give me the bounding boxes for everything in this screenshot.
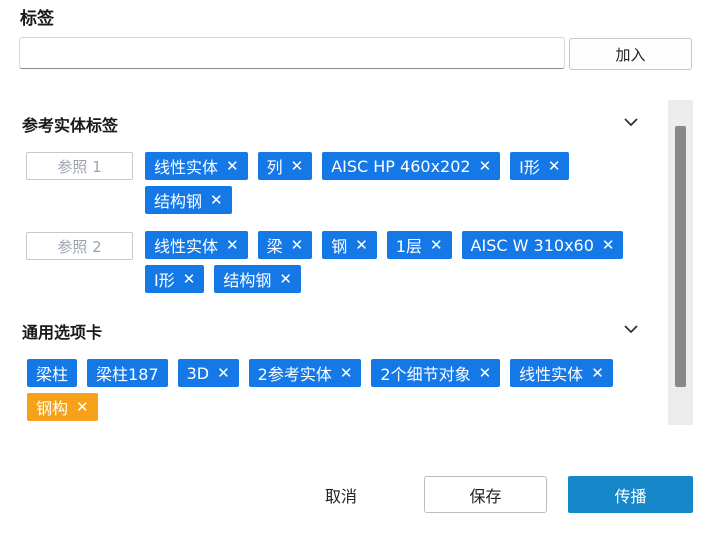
- tag-input[interactable]: [19, 37, 565, 69]
- close-icon[interactable]: ✕: [478, 156, 492, 175]
- chip-label: 线性实体: [154, 158, 219, 177]
- chip-label: 列: [266, 158, 283, 177]
- close-icon[interactable]: ✕: [279, 269, 292, 288]
- chip: I形 ✕: [510, 152, 570, 180]
- chip: 1层 ✕: [386, 231, 452, 259]
- chip: 列✕: [257, 152, 313, 180]
- scrollbar-thumb[interactable]: [675, 126, 686, 387]
- chip-label: 线性实体: [519, 365, 584, 384]
- chip-label: AISC HP 460x202: [331, 156, 471, 176]
- chip-label: 结构钢: [223, 271, 272, 290]
- ref-button-1[interactable]: 参照 1: [26, 152, 133, 180]
- chip-label: AISC W 310x60: [470, 235, 594, 255]
- chip: 钢✕: [322, 231, 377, 259]
- ref-section-title: 参考实体标签: [22, 116, 119, 135]
- chip: 2个细节对象 ✕: [371, 359, 501, 387]
- chip-label: I形: [154, 271, 175, 290]
- chip[interactable]: 梁柱: [27, 359, 78, 387]
- ref-1-chips: 线性实体✕ 列✕ AISC HP 460x202✕ I形✕ 结构钢✕: [145, 152, 615, 214]
- tags-title: 标签: [20, 9, 54, 29]
- chip-label: 钢构: [36, 399, 69, 418]
- chip-label: 2参考实体: [257, 365, 332, 384]
- general-section-title: 通用选项卡: [22, 323, 103, 342]
- chip-label: 梁柱: [36, 365, 69, 384]
- chip-label: 结构钢: [154, 192, 203, 211]
- vertical-scrollbar[interactable]: [668, 100, 693, 425]
- chip-label: 钢: [331, 237, 348, 256]
- chip-label: 梁: [266, 237, 283, 256]
- chip: 钢构 ✕: [27, 393, 98, 421]
- tag-panel: 参考实体标签 参照 1 线性实体✕ 列✕ AISC HP 460x202✕ I形…: [0, 100, 668, 425]
- chip-label: I形: [519, 158, 540, 177]
- chip: AISC W 310x60 ✕: [461, 231, 624, 259]
- close-icon[interactable]: ✕: [290, 235, 304, 254]
- chip: I形 ✕: [145, 265, 205, 293]
- close-icon[interactable]: ✕: [182, 269, 196, 288]
- spread-button[interactable]: 传播: [568, 476, 693, 513]
- chip[interactable]: 梁柱187: [87, 359, 168, 387]
- chip-label: 线性实体: [154, 237, 219, 256]
- chevron-down-icon[interactable]: [621, 319, 641, 339]
- chip: 梁✕: [257, 231, 313, 259]
- chip-label: 2个细节对象: [380, 365, 471, 384]
- close-icon[interactable]: ✕: [601, 235, 615, 254]
- close-icon[interactable]: ✕: [226, 235, 239, 254]
- close-icon[interactable]: ✕: [429, 235, 443, 254]
- ref-button-2[interactable]: 参照 2: [26, 232, 133, 260]
- chip: 3D ✕: [177, 359, 239, 387]
- chip: 结构钢 ✕: [214, 265, 301, 293]
- close-icon[interactable]: ✕: [290, 156, 304, 175]
- close-icon[interactable]: ✕: [478, 363, 492, 382]
- cancel-button[interactable]: 取消: [324, 486, 357, 506]
- chip: 线性实体 ✕: [145, 231, 248, 259]
- ref-2-chips: 线性实体✕ 梁✕ 钢✕ 1层✕ AISC W 310x60✕ I形✕ 结构钢✕: [145, 231, 655, 293]
- chip: 线性实体 ✕: [145, 152, 248, 180]
- chip-label: 3D: [186, 363, 210, 383]
- add-tag-button[interactable]: 加入: [569, 38, 692, 70]
- chip: 线性实体 ✕: [510, 359, 613, 387]
- chip-label: 1层: [395, 237, 422, 256]
- general-chips: 梁柱 梁柱187 3D ✕ 2参考实体 ✕ 2个细节对象 ✕ 线性实体 ✕ 钢构 ✕: [27, 359, 627, 421]
- close-icon[interactable]: ✕: [339, 363, 353, 382]
- chip: 结构钢 ✕: [145, 186, 232, 214]
- close-icon[interactable]: ✕: [217, 363, 230, 382]
- chevron-down-icon[interactable]: [621, 112, 641, 132]
- close-icon[interactable]: ✕: [355, 235, 368, 254]
- close-icon[interactable]: ✕: [547, 156, 561, 175]
- chip: 2参考实体 ✕: [248, 359, 362, 387]
- chip: AISC HP 460x202 ✕: [322, 152, 501, 180]
- chip-label: 梁柱187: [96, 365, 159, 384]
- save-button[interactable]: 保存: [424, 476, 547, 513]
- close-icon[interactable]: ✕: [591, 363, 604, 382]
- close-icon[interactable]: ✕: [226, 156, 239, 175]
- close-icon[interactable]: ✕: [210, 190, 223, 209]
- close-icon[interactable]: ✕: [76, 397, 89, 416]
